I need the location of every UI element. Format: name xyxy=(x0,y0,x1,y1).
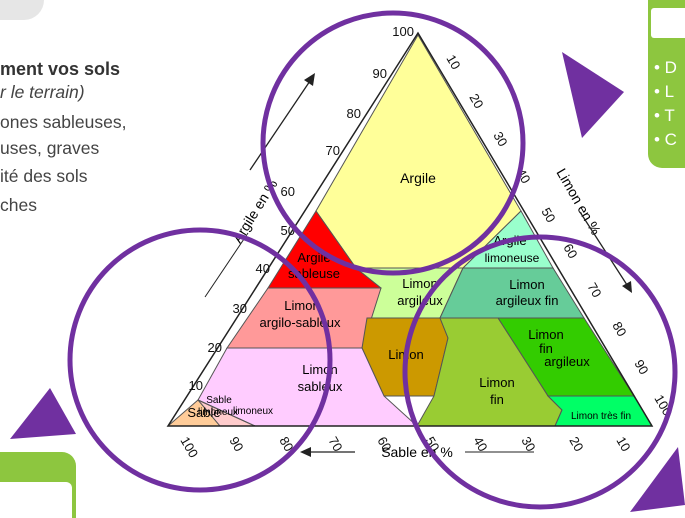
highlight-circle-top xyxy=(260,10,526,276)
bottom-left-card xyxy=(0,452,76,518)
silt-arrow xyxy=(579,211,630,289)
left-text-panel: ment vos sols r le terrain) ones sableus… xyxy=(0,58,240,216)
right-card-item-4: • C xyxy=(654,130,677,149)
silt-tick-60: 60 xyxy=(560,241,580,261)
purple-arrow-topright xyxy=(562,52,624,138)
clay-tick-80: 80 xyxy=(347,106,361,121)
bottom-card-band xyxy=(0,482,72,518)
label-limon-sableux-2: sableux xyxy=(298,379,343,394)
clay-arrow xyxy=(249,77,313,171)
label-sable: Sable xyxy=(187,405,220,420)
right-card-item-1: • D xyxy=(654,58,677,77)
silt-tick-20: 20 xyxy=(466,91,486,111)
purple-arrow-bottomleft xyxy=(10,388,76,439)
left-line-4: ches xyxy=(0,194,37,215)
purple-arrow-bottomright xyxy=(630,447,685,512)
clay-tick-100: 100 xyxy=(392,24,414,39)
highlight-circle-right xyxy=(402,234,678,510)
label-limon-argileux-2: argileux xyxy=(397,293,443,308)
label-sable-limoneux-1: Sable xyxy=(206,395,232,406)
clay-tick-20: 20 xyxy=(208,340,222,355)
right-card-item-2: • L xyxy=(654,82,675,101)
sand-tick-20: 20 xyxy=(566,434,586,454)
silt-tick-70: 70 xyxy=(584,280,604,300)
clay-tick-90: 90 xyxy=(373,66,387,81)
label-limon-tres-fin-zone: Limon très fin xyxy=(571,411,631,422)
left-line-3: ité des sols xyxy=(0,166,88,186)
left-heading: ment vos sols xyxy=(0,59,121,79)
label-argile-limoneuse-2: limoneuse xyxy=(485,251,540,265)
label-limon-fin-argileux-3: argileux xyxy=(544,354,590,369)
sand-tick-40: 40 xyxy=(470,434,490,454)
left-line-2: uses, graves xyxy=(0,137,100,158)
sand-tick-30: 30 xyxy=(518,434,538,454)
silt-tick-50: 50 xyxy=(538,205,558,225)
clay-tick-30: 30 xyxy=(233,301,247,316)
clay-tick-70: 70 xyxy=(326,143,340,158)
sand-tick-70: 70 xyxy=(325,434,345,454)
clay-tick-10: 10 xyxy=(189,378,203,393)
sand-tick-100: 100 xyxy=(177,434,201,460)
right-card-header-band xyxy=(651,8,685,38)
clay-tick-60: 60 xyxy=(281,184,295,199)
label-argile: Argile xyxy=(400,170,436,186)
sand-tick-60: 60 xyxy=(374,434,394,454)
silt-tick-80: 80 xyxy=(609,319,629,339)
label-sable-limoneux-2: limoneux xyxy=(198,407,238,418)
top-left-decor xyxy=(0,0,44,20)
label-limon-fin-2: fin xyxy=(490,392,504,407)
zone-argile xyxy=(315,34,522,269)
label-limon-argileux-1: Limon xyxy=(402,276,437,291)
silt-tick-30: 30 xyxy=(490,129,510,149)
sand-tick-90: 90 xyxy=(226,434,246,454)
right-info-card: • D • L • T • C xyxy=(648,0,685,168)
left-subheading: r le terrain) xyxy=(0,81,85,102)
label-limon-argilo-sableux-2: argilo-sableux xyxy=(260,315,341,330)
axis-title-sand: Sable en % xyxy=(381,444,453,460)
silt-tick-90: 90 xyxy=(631,357,651,377)
left-line-1: ones sableuses, xyxy=(0,112,127,132)
clay-tick-40: 40 xyxy=(256,261,270,276)
label-limon-tres-fin: limoneux xyxy=(233,406,273,417)
silt-tick-10: 10 xyxy=(443,52,463,72)
label-limon-fin-argileux-1: Limon xyxy=(528,327,563,342)
label-limon-argilo-sableux-1: Limon xyxy=(284,298,319,313)
label-limon-argileux-fin-1: Limon xyxy=(509,277,544,292)
axis-title-silt: Limon en % xyxy=(553,166,604,238)
highlight-circle-left xyxy=(67,227,333,493)
label-limon-argileux-fin-2: argileux fin xyxy=(496,293,559,308)
label-limon-fin-argileux-2: fin xyxy=(539,341,553,356)
sand-tick-10: 10 xyxy=(613,434,633,454)
label-limon-fin-1: Limon xyxy=(479,375,514,390)
right-card-item-3: • T xyxy=(654,106,675,125)
